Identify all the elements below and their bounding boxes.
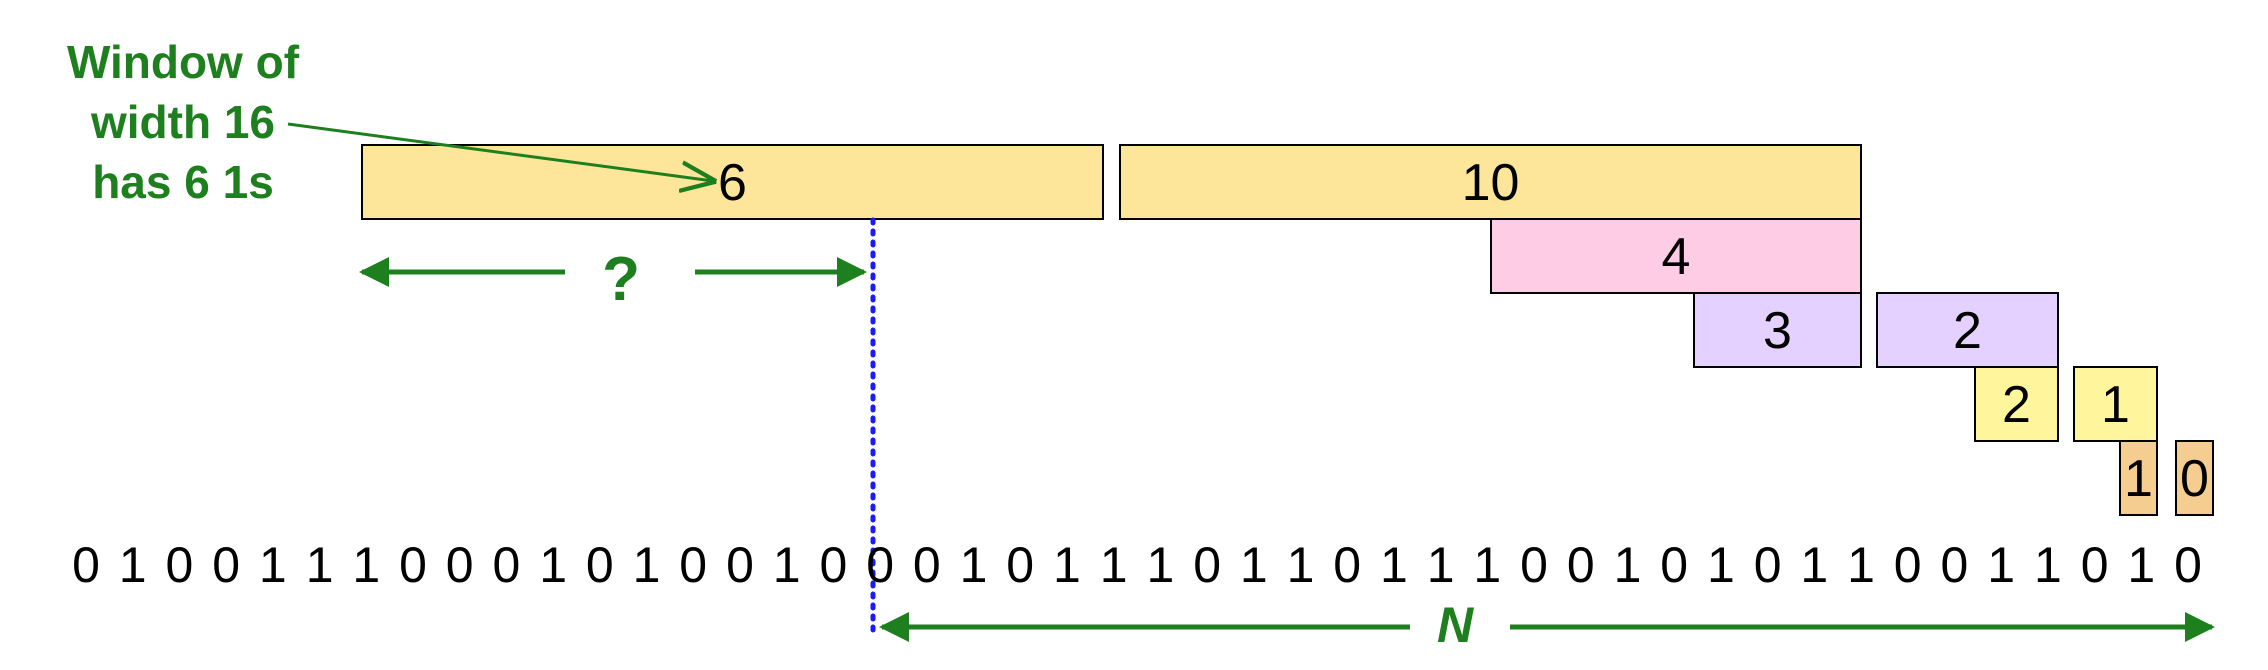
- stream-bit: 1: [1800, 537, 1828, 593]
- bucket-box: [1119, 144, 1862, 220]
- stream-bit: 1: [1614, 537, 1642, 593]
- window-annotation-line-3: has 6 1s: [92, 156, 274, 208]
- stream-bit: 1: [633, 537, 661, 593]
- bucket-box: [2119, 440, 2158, 516]
- bucket-box: [1876, 292, 2059, 368]
- stream-bit: 0: [1520, 537, 1548, 593]
- stream-bit: 0: [212, 537, 240, 593]
- stream-bit: 0: [819, 537, 847, 593]
- stream-bit: 1: [259, 537, 287, 593]
- bucket-count: 2: [1953, 302, 1982, 360]
- stream-bit: 0: [446, 537, 474, 593]
- bucket-box: [2073, 366, 2158, 442]
- stream-bit: 1: [773, 537, 801, 593]
- stream-bit: 1: [1053, 537, 1081, 593]
- bucket-count: 0: [2180, 450, 2209, 508]
- stream-bit: 0: [1660, 537, 1688, 593]
- stream-bit: 1: [1987, 537, 2015, 593]
- bucket-count: 3: [1763, 302, 1792, 360]
- stream-bit: 0: [492, 537, 520, 593]
- bucket-box: [1974, 366, 2059, 442]
- stream-bit: 1: [119, 537, 147, 593]
- stream-bit: 1: [1287, 537, 1315, 593]
- bucket-box: [361, 144, 1104, 220]
- stream-bit: 0: [866, 537, 894, 593]
- stream-bit: 0: [586, 537, 614, 593]
- stream-bit: 0: [1567, 537, 1595, 593]
- bucket-count: 6: [718, 154, 747, 212]
- stream-bit: 0: [399, 537, 427, 593]
- stream-bit: 1: [1146, 537, 1174, 593]
- stream-bit: 0: [2174, 537, 2202, 593]
- annotation-pointer-arrow: [287, 122, 713, 181]
- bucket-count: 1: [2101, 376, 2130, 434]
- stream-bit: 0: [1894, 537, 1922, 593]
- stream-bit: 1: [1240, 537, 1268, 593]
- stream-bit: 1: [539, 537, 567, 593]
- stream-bit: 0: [913, 537, 941, 593]
- stream-bit: 1: [960, 537, 988, 593]
- bucket-count: 2: [2002, 376, 2031, 434]
- stream-bit: 1: [1707, 537, 1735, 593]
- stream-bit: 1: [1847, 537, 1875, 593]
- bucket-box: [1693, 292, 1862, 368]
- bucket-box: [1490, 218, 1862, 294]
- stream-bit: 1: [2034, 537, 2062, 593]
- stream-bit: 1: [1427, 537, 1455, 593]
- stream-bit: 1: [1380, 537, 1408, 593]
- stream-bit: 1: [306, 537, 334, 593]
- bucket-count: 4: [1662, 228, 1691, 286]
- stream-bit: 1: [352, 537, 380, 593]
- n-label: N: [1437, 597, 1474, 653]
- bucket-count: 10: [1462, 154, 1520, 212]
- stream-bit: 0: [165, 537, 193, 593]
- stream-bit: 1: [1473, 537, 1501, 593]
- stream-bit: 0: [1193, 537, 1221, 593]
- question-mark: ?: [602, 245, 640, 314]
- stream-bit: 1: [2127, 537, 2155, 593]
- stream-bit: 0: [1754, 537, 1782, 593]
- bucket-count: 1: [2124, 450, 2153, 508]
- stream-bit: 0: [679, 537, 707, 593]
- stream-bit: 0: [72, 537, 100, 593]
- stream-bit: 1: [1100, 537, 1128, 593]
- stream-bit: 0: [2081, 537, 2109, 593]
- stream-bit: 0: [1940, 537, 1968, 593]
- bucket-box: [2175, 440, 2214, 516]
- stream-bit: 0: [1006, 537, 1034, 593]
- window-annotation-line-2: width 16: [90, 96, 275, 148]
- stream-bit: 0: [1333, 537, 1361, 593]
- stream-bit: 0: [726, 537, 754, 593]
- window-annotation-line-1: Window of: [67, 36, 300, 88]
